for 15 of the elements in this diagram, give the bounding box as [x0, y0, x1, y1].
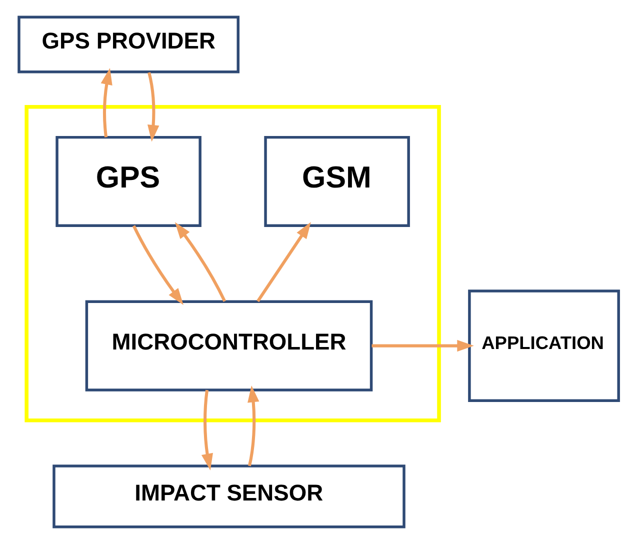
node-box: APPLICATION — [468, 289, 620, 402]
arrow — [132, 224, 184, 304]
arrow — [248, 384, 260, 466]
arrow — [201, 389, 213, 470]
arrow — [100, 67, 112, 137]
node-box: GPS PROVIDER — [18, 15, 240, 73]
arrow — [256, 221, 311, 302]
node-box: MICROCONTROLLER — [85, 300, 373, 391]
arrow — [147, 72, 160, 142]
node-box: GPS — [56, 135, 202, 226]
node-box: GSM — [264, 135, 410, 226]
arrow — [174, 222, 226, 302]
arrow — [372, 339, 474, 352]
cluster — [24, 104, 441, 422]
node-box: IMPACT SENSOR — [52, 464, 406, 528]
